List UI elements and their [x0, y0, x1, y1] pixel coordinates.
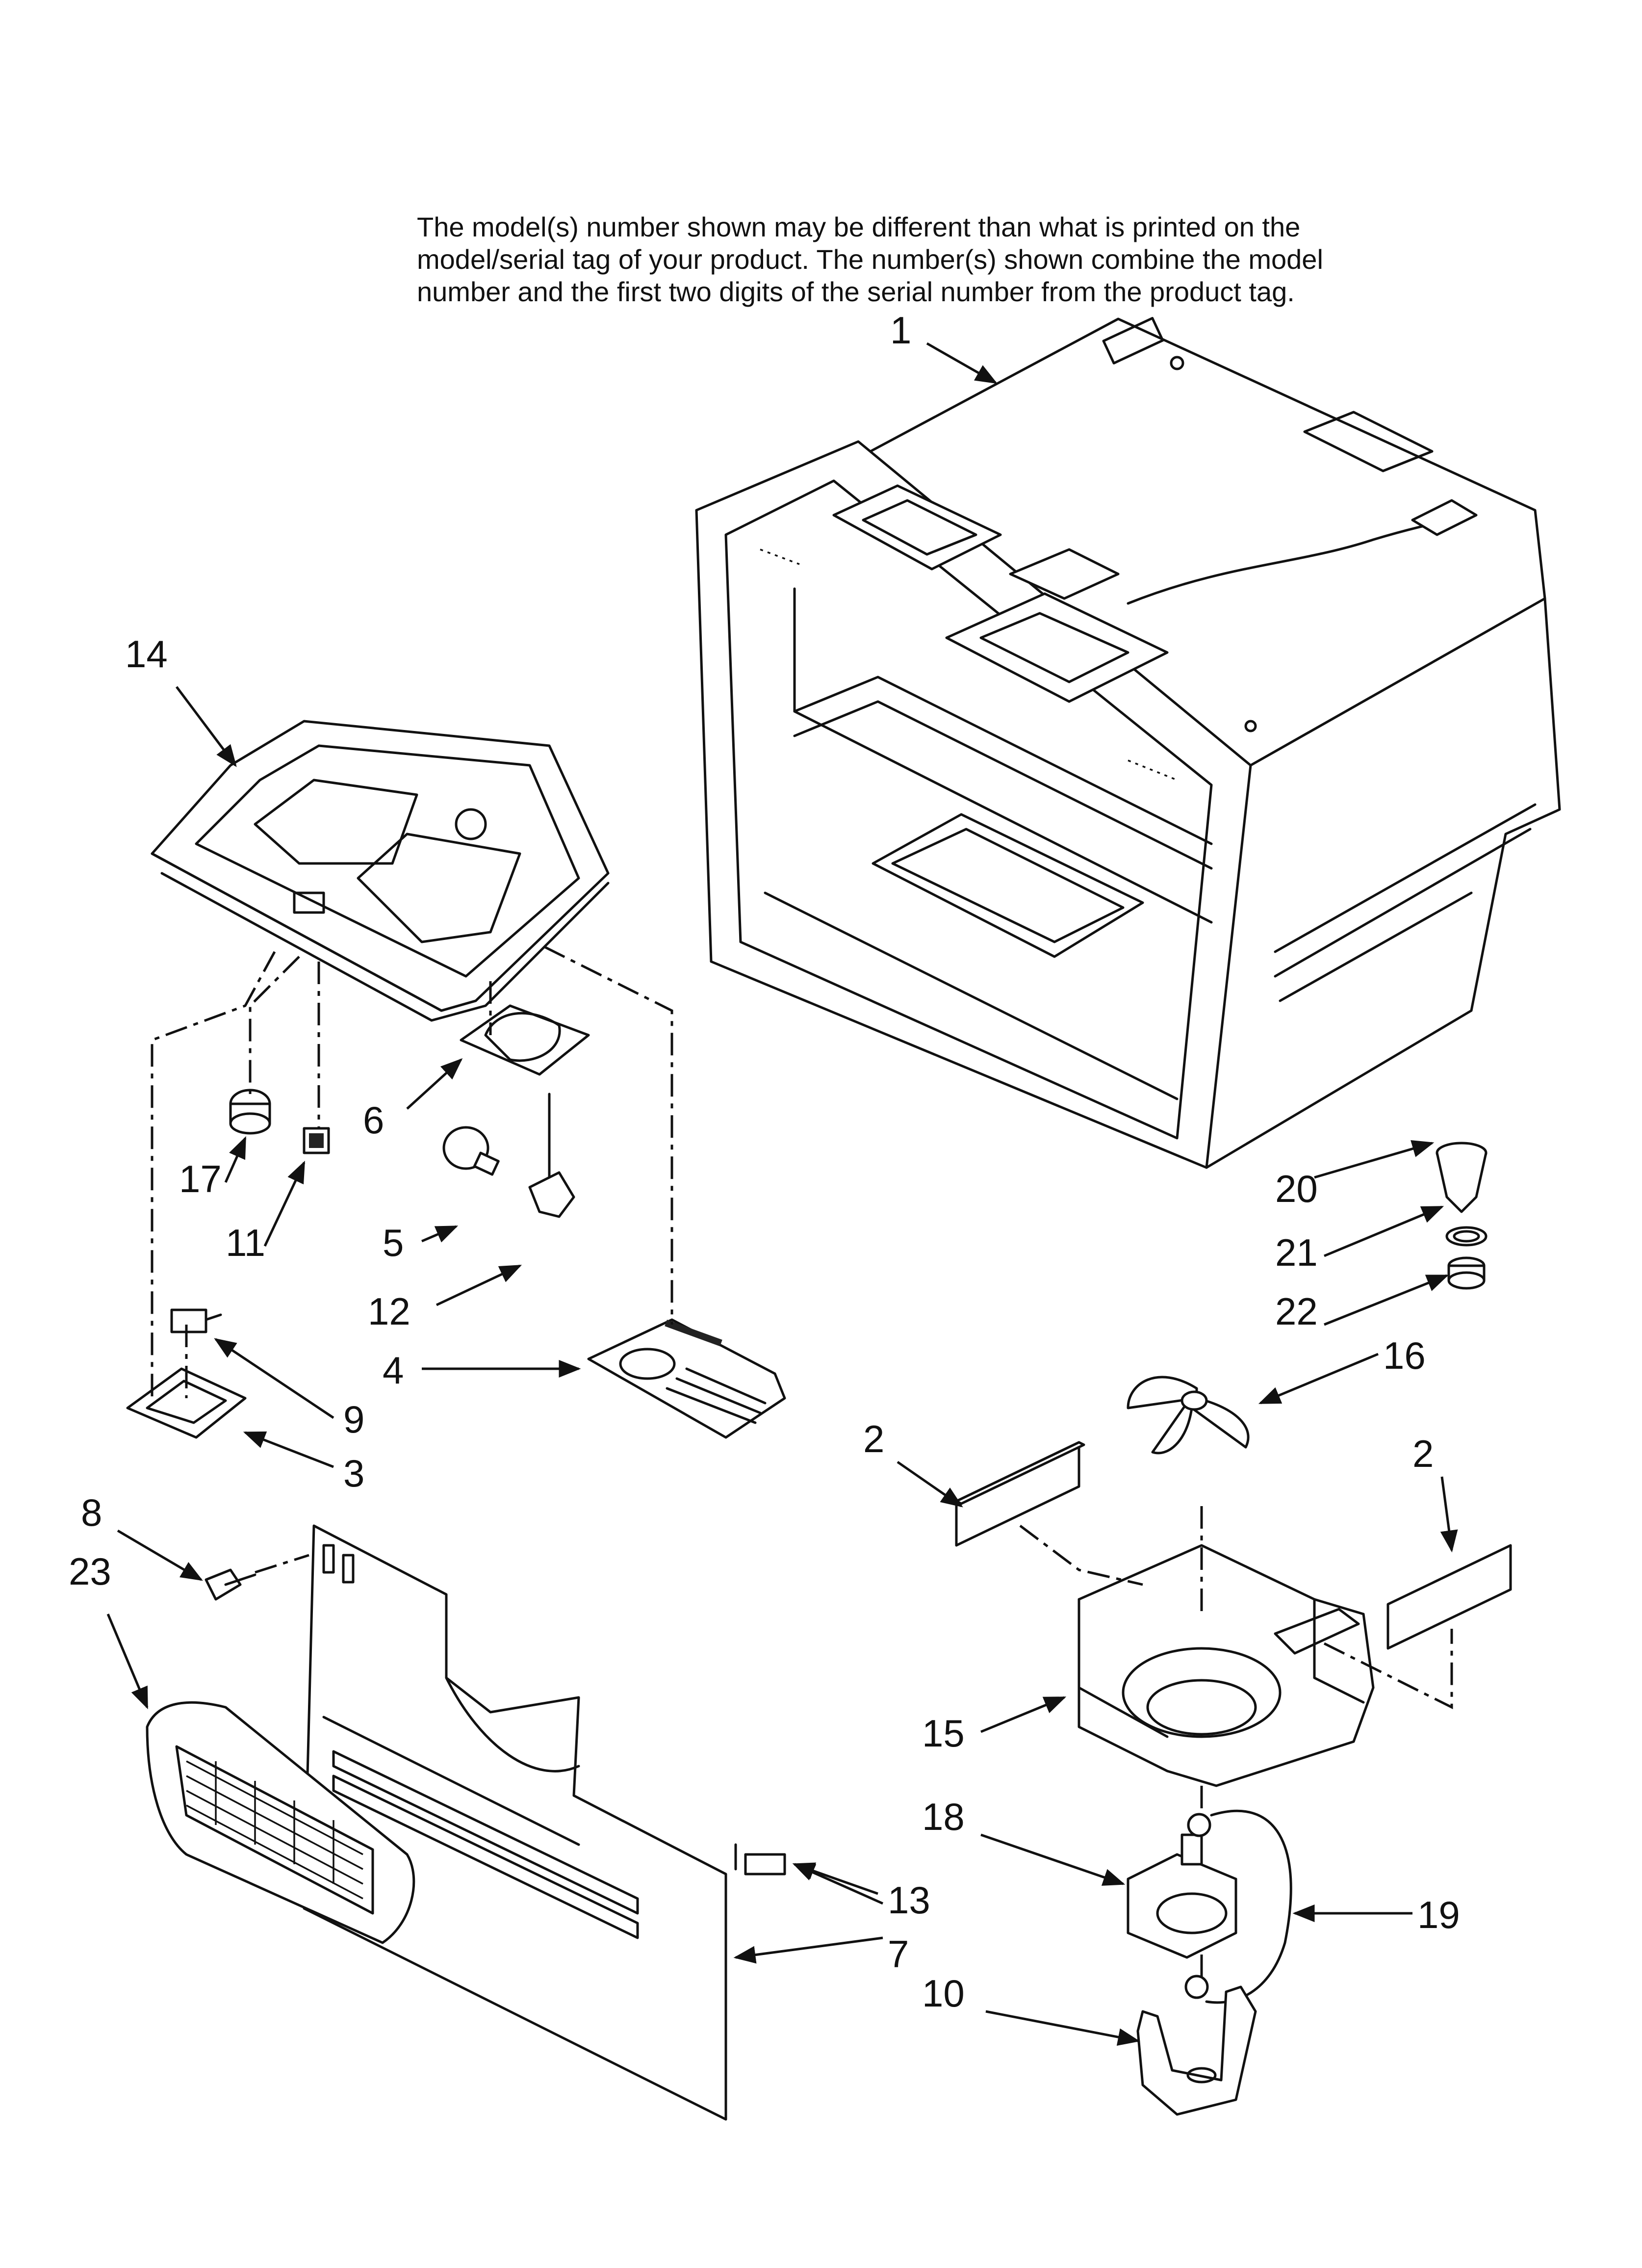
part-20-bushing — [1436, 1142, 1488, 1213]
part-4-light-cover — [587, 1318, 786, 1439]
callout-18: 18 — [922, 1795, 965, 1838]
callout-5: 5 — [383, 1221, 404, 1264]
part-15-fan-shroud — [1078, 1544, 1375, 1787]
model-number-notice: The model(s) number shown may be differe… — [417, 211, 1545, 308]
callout-14: 14 — [125, 632, 168, 676]
part-12-lamp-socket — [528, 1093, 575, 1218]
part-9-control-switch — [170, 1308, 222, 1333]
part-17-damper-knob — [229, 1089, 271, 1135]
callout-17: 17 — [179, 1157, 222, 1200]
part-23-grille — [146, 1701, 415, 1944]
part-14-ice-bin-frame — [151, 720, 610, 1022]
part-6-light-shield — [460, 1004, 590, 1076]
part-8-screw — [205, 1554, 309, 1601]
callout-22: 22 — [1275, 1290, 1318, 1333]
part-2-foam-block-left — [955, 1441, 1085, 1547]
callout-1: 1 — [890, 309, 911, 352]
callout-16: 16 — [1383, 1334, 1426, 1377]
part-11-switch — [303, 1127, 330, 1154]
part-18-fan-motor — [1127, 1813, 1237, 1959]
callout-11: 11 — [226, 1221, 265, 1264]
callout-3: 3 — [343, 1452, 364, 1495]
callout-10: 10 — [922, 1972, 965, 2015]
part-16-fan-blade — [1127, 1376, 1250, 1455]
part-13-seal-strip — [734, 1843, 786, 1876]
part-21-ring — [1445, 1226, 1488, 1247]
callout-21: 21 — [1275, 1231, 1318, 1274]
part-2-foam-block-right — [1386, 1544, 1512, 1650]
callout-4: 4 — [383, 1349, 404, 1392]
callout-19: 19 — [1417, 1893, 1460, 1936]
callout-15: 15 — [922, 1712, 965, 1755]
callout-12: 12 — [368, 1290, 410, 1333]
callout-6: 6 — [363, 1098, 384, 1142]
part-22-grommet — [1447, 1256, 1486, 1290]
part-3-control-housing — [126, 1367, 247, 1439]
notice-line-1: The model(s) number shown may be differe… — [417, 211, 1301, 242]
part-7-rear-panel — [303, 1524, 727, 2121]
callout-9: 9 — [343, 1398, 364, 1441]
part-1-freezer-basket — [695, 317, 1561, 1169]
callout-13: 13 — [888, 1878, 930, 1922]
callout-23: 23 — [69, 1550, 111, 1593]
notice-line-3: number and the first two digits of the s… — [417, 276, 1295, 307]
callout-labels: 1 14 6 17 11 5 12 4 9 3 8 23 13 7 2 2 15… — [69, 309, 1460, 2015]
notice-line-2: model/serial tag of your product. The nu… — [417, 244, 1323, 275]
callout-2-left: 2 — [863, 1417, 884, 1460]
callout-8: 8 — [81, 1491, 102, 1534]
callout-20: 20 — [1275, 1167, 1318, 1210]
callout-arrows — [106, 342, 1458, 2046]
part-10-motor-bracket — [1136, 1975, 1257, 2116]
part-5-light-bulb — [442, 1126, 500, 1176]
assembly-lines-left — [151, 945, 673, 1398]
callout-2-right: 2 — [1412, 1432, 1434, 1475]
callout-7: 7 — [888, 1932, 909, 1976]
